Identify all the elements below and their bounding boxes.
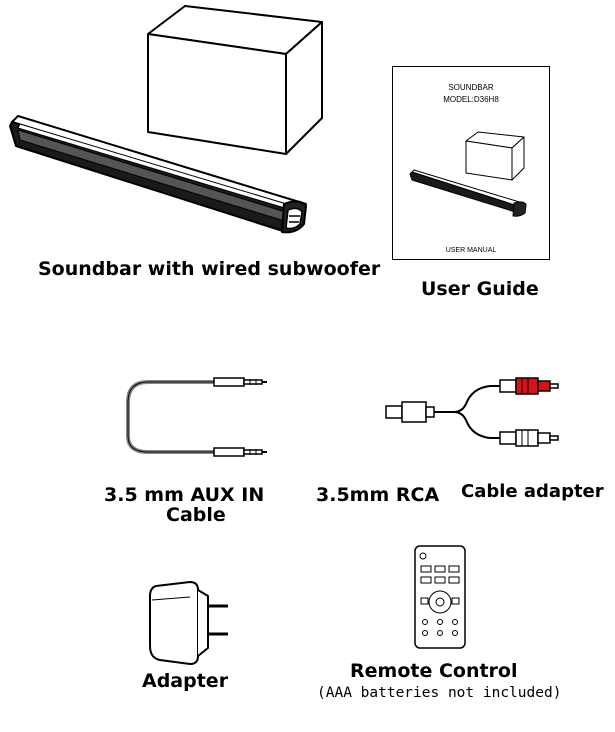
rca-label-part1: 3.5mm RCA bbox=[316, 484, 440, 506]
manual-model: MODEL:D36H8 bbox=[443, 95, 499, 104]
adapter-label: Adapter bbox=[142, 670, 229, 692]
manual-title: SOUNDBAR bbox=[448, 83, 494, 92]
aux-cable-label-line1: 3.5 mm AUX IN bbox=[104, 484, 265, 506]
aux-cable-label-line2: Cable bbox=[166, 504, 226, 526]
remote-label: Remote Control bbox=[350, 660, 518, 682]
remote-batteries-note: (AAA batteries not included) bbox=[317, 685, 562, 701]
soundbar-label: Soundbar with wired subwoofer bbox=[38, 258, 381, 280]
user-manual: SOUNDBAR MODEL:D36H8 USER MANUAL bbox=[392, 66, 550, 260]
rca-label-part2: Cable adapter bbox=[461, 481, 604, 502]
user-guide-label: User Guide bbox=[421, 278, 539, 300]
manual-footer: USER MANUAL bbox=[445, 247, 497, 254]
